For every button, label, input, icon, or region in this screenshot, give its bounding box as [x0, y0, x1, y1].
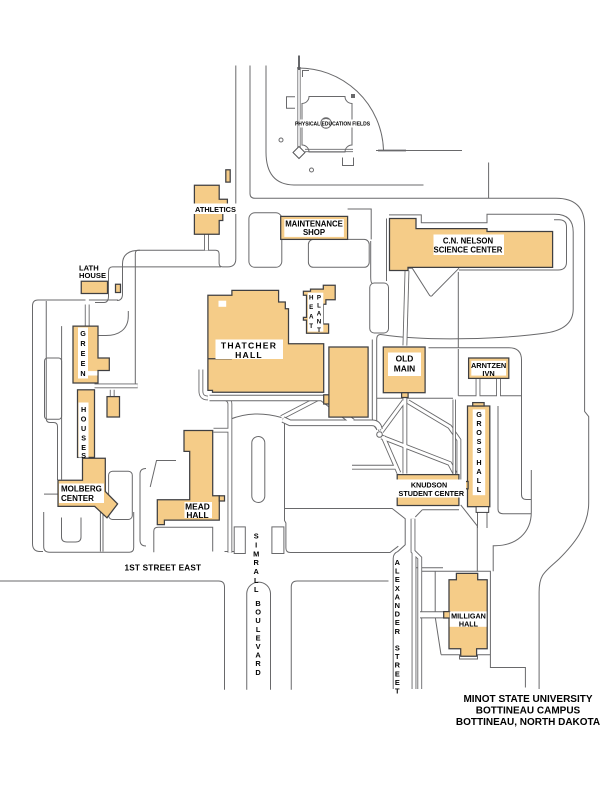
svg-text:D: D [395, 610, 401, 619]
svg-text:S: S [395, 644, 400, 653]
svg-text:U: U [255, 616, 260, 625]
svg-text:D: D [255, 668, 261, 677]
svg-text:E: E [395, 669, 400, 678]
svg-text:E: E [256, 633, 261, 642]
svg-text:T: T [395, 687, 400, 696]
svg-text:THATCHER: THATCHER [221, 341, 277, 351]
svg-text:E: E [309, 304, 313, 311]
svg-text:E: E [395, 575, 400, 584]
svg-text:E: E [395, 618, 400, 627]
svg-text:CENTER: CENTER [61, 494, 94, 503]
svg-text:T: T [395, 652, 400, 661]
svg-text:O: O [81, 415, 87, 424]
svg-text:MAINTENANCE: MAINTENANCE [285, 220, 343, 229]
svg-text:SCIENCE CENTER: SCIENCE CENTER [434, 246, 503, 255]
svg-text:O: O [476, 428, 482, 437]
svg-text:X: X [395, 584, 400, 593]
svg-text:P: P [317, 295, 321, 302]
svg-text:PHYSICAL EDUCATION FIELDS: PHYSICAL EDUCATION FIELDS [295, 122, 371, 128]
svg-text:N: N [395, 601, 400, 610]
svg-text:S: S [477, 437, 482, 446]
svg-text:R: R [395, 661, 401, 670]
svg-text:OLD: OLD [396, 354, 414, 364]
svg-text:E: E [395, 678, 400, 687]
svg-text:KNUDSON: KNUDSON [411, 481, 447, 490]
svg-text:O: O [255, 608, 261, 617]
svg-text:R: R [395, 627, 401, 636]
svg-text:H: H [81, 405, 86, 414]
svg-text:R: R [254, 558, 260, 567]
svg-text:L: L [256, 625, 261, 634]
svg-text:S: S [81, 451, 86, 460]
svg-text:HOUSE: HOUSE [79, 271, 106, 280]
svg-text:HALL: HALL [235, 350, 263, 360]
svg-text:S: S [81, 434, 86, 443]
svg-text:C.N. NELSON: C.N. NELSON [443, 237, 494, 246]
svg-text:BOTTINEAU, NORTH DAKOTA: BOTTINEAU, NORTH DAKOTA [456, 717, 600, 728]
svg-text:L: L [395, 567, 400, 576]
svg-text:A: A [476, 467, 481, 476]
svg-text:LATH: LATH [79, 264, 99, 273]
svg-text:1ST STREET EAST: 1ST STREET EAST [125, 564, 202, 573]
svg-text:I: I [255, 540, 257, 549]
svg-text:A: A [317, 311, 322, 318]
svg-text:A: A [309, 314, 314, 321]
svg-text:S: S [254, 532, 259, 541]
svg-text:MINOT STATE UNIVERSITY: MINOT STATE UNIVERSITY [463, 694, 592, 705]
svg-text:L: L [477, 476, 482, 485]
svg-text:H: H [309, 295, 314, 302]
svg-text:MEAD: MEAD [185, 502, 210, 512]
svg-text:L: L [477, 485, 482, 494]
svg-text:N: N [80, 369, 85, 378]
svg-text:G: G [476, 410, 482, 419]
svg-text:N: N [317, 319, 322, 326]
svg-text:A: A [255, 651, 261, 660]
svg-text:R: R [476, 419, 482, 428]
svg-text:ARNTZEN: ARNTZEN [471, 361, 506, 370]
svg-text:IVN: IVN [482, 369, 494, 378]
svg-text:T: T [309, 323, 313, 330]
svg-text:L: L [254, 585, 259, 594]
svg-text:V: V [256, 642, 261, 651]
svg-text:E: E [81, 349, 86, 358]
svg-text:A: A [254, 567, 260, 576]
svg-text:U: U [81, 424, 86, 433]
svg-text:E: E [81, 359, 86, 368]
svg-text:MOLBERG: MOLBERG [61, 485, 102, 494]
svg-text:R: R [80, 339, 86, 348]
svg-text:G: G [80, 329, 86, 338]
svg-text:M: M [253, 549, 259, 558]
svg-text:L: L [254, 576, 259, 585]
svg-text:L: L [317, 303, 321, 310]
svg-text:MILLIGAN: MILLIGAN [451, 612, 486, 621]
svg-text:S: S [477, 446, 482, 455]
svg-text:A: A [395, 592, 401, 601]
svg-text:A: A [395, 558, 401, 567]
svg-text:STUDENT CENTER: STUDENT CENTER [399, 489, 465, 498]
svg-text:H: H [476, 458, 481, 467]
svg-text:R: R [255, 659, 261, 668]
svg-text:T: T [317, 327, 321, 334]
svg-text:MAIN: MAIN [394, 364, 415, 374]
svg-text:HALL: HALL [459, 620, 479, 629]
svg-text:E: E [81, 443, 86, 452]
svg-text:B: B [255, 599, 260, 608]
svg-text:BOTTINEAU CAMPUS: BOTTINEAU CAMPUS [476, 706, 581, 717]
svg-text:SHOP: SHOP [303, 228, 325, 237]
svg-text:HALL: HALL [186, 510, 208, 520]
svg-text:ATHLETICS: ATHLETICS [195, 205, 236, 214]
